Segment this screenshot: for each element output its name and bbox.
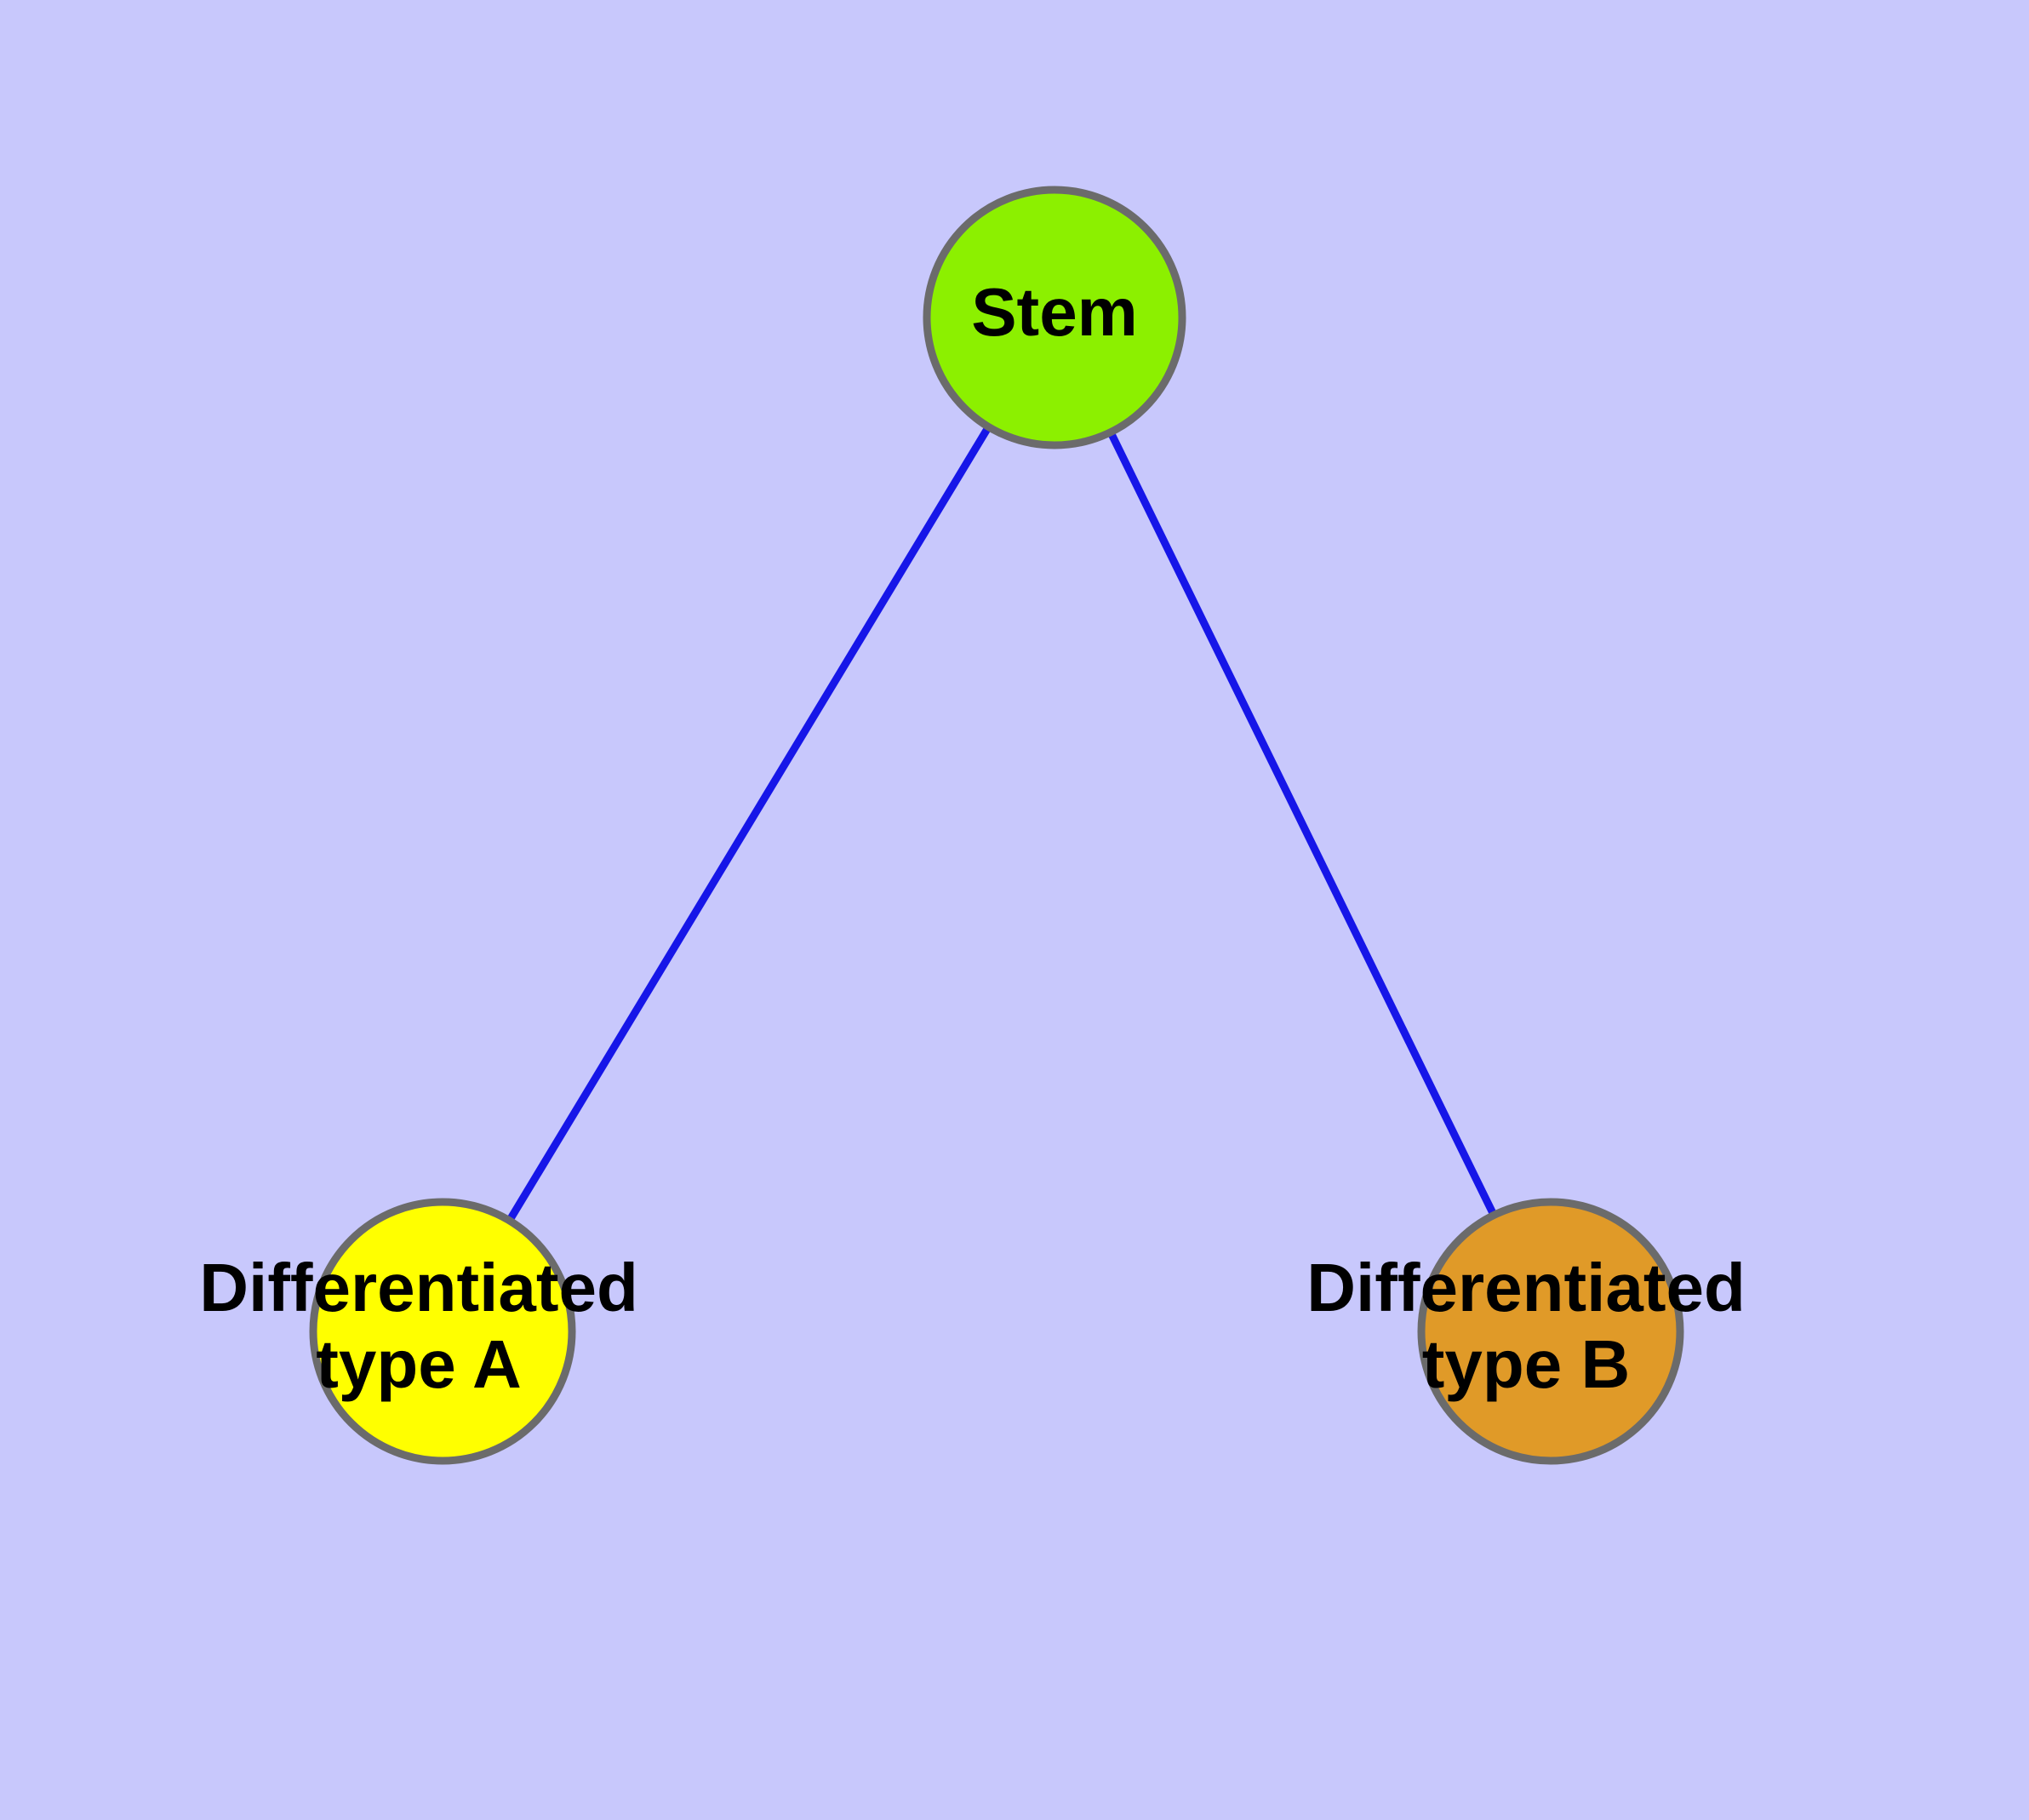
nodes-group xyxy=(309,186,1684,1465)
node-stem-label: Stem xyxy=(971,274,1138,350)
node-diff-b[interactable] xyxy=(1417,1198,1684,1465)
edges-group xyxy=(505,423,1499,1224)
node-diff-b-label-line-1: type B xyxy=(1422,1326,1631,1402)
node-diff-a-circle[interactable] xyxy=(309,1198,576,1465)
node-diff-a[interactable] xyxy=(309,1198,576,1465)
edge-stem-to-diff-b[interactable] xyxy=(1106,428,1499,1219)
node-diff-a-label-line-1: type A xyxy=(316,1326,522,1402)
node-stem[interactable] xyxy=(923,186,1186,449)
edge-stem-to-diff-a[interactable] xyxy=(505,423,993,1224)
node-stem-circle[interactable] xyxy=(923,186,1186,449)
node-diff-b-circle[interactable] xyxy=(1417,1198,1684,1465)
node-diff-b-label-line-0: Differentiated xyxy=(1306,1250,1746,1325)
node-stem-label-line-0: Stem xyxy=(971,274,1138,350)
node-diff-a-label-line-0: Differentiated xyxy=(199,1250,638,1325)
